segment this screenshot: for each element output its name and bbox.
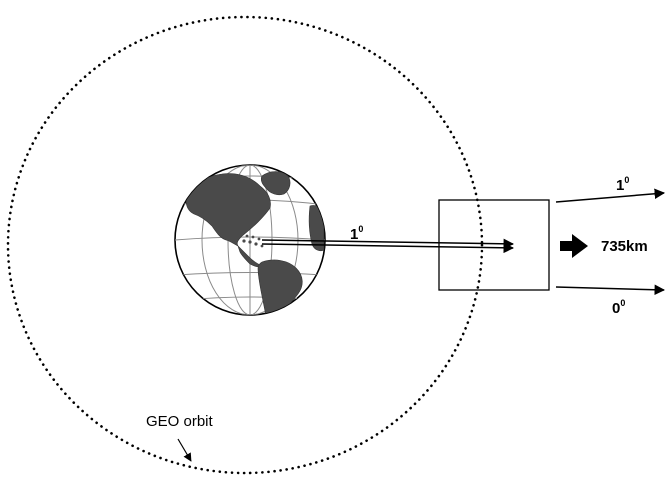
- geo-orbit-circle: [6, 15, 484, 475]
- ray-1-degree: [261, 238, 515, 250]
- output-arrow-1-degree: [555, 188, 666, 203]
- earth-globe-icon: [174, 164, 326, 316]
- target-box: [438, 199, 550, 291]
- orbit-label-pointer: [177, 438, 192, 462]
- output-arrow-0-degree: [555, 284, 666, 295]
- thick-right-arrow-icon: [560, 234, 588, 258]
- orbit-label: GEO orbit: [146, 413, 214, 430]
- bottom-right-angle-label: 00: [612, 298, 625, 317]
- top-right-angle-label: 10: [616, 175, 629, 194]
- distance-label: 735km: [601, 238, 648, 255]
- center-angle-label: 10: [350, 224, 363, 243]
- ray-0-degree: [261, 242, 515, 254]
